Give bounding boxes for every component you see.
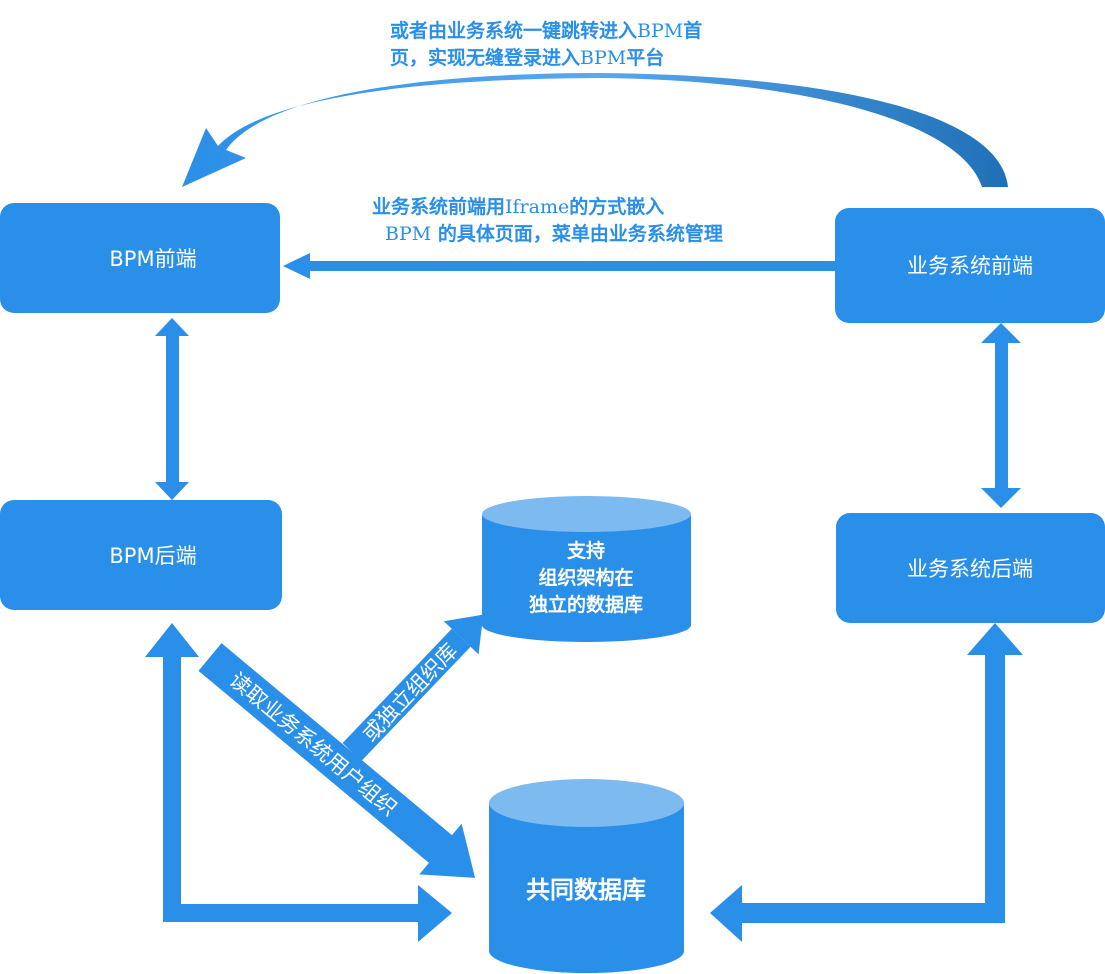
bpm-front-back-double-arrow: [155, 318, 189, 500]
svg-text:BPM前端: BPM前端: [109, 247, 196, 271]
independent-org-label: 或独立组织库: [358, 639, 462, 747]
biz-backend-db-arrow: [710, 623, 1023, 942]
curved-return-arrow: [182, 73, 1008, 187]
svg-text:BPM后端: BPM后端: [109, 544, 196, 568]
iframe-note: 业务系统前端用Iframe的方式嵌入 BPM 的具体页面，菜单由业务系统管理: [372, 195, 723, 245]
svg-text:BPM 的具体页面，菜单由业务系统管理: BPM 的具体页面，菜单由业务系统管理: [385, 222, 723, 245]
svg-text:组织架构在: 组织架构在: [538, 566, 633, 589]
independent-database: 支持 组织架构在 独立的数据库: [482, 496, 691, 642]
read-org-arrow: 读取业务系统用户组织: [198, 643, 476, 878]
svg-text:或者由业务系统一键跳转进入BPM首: 或者由业务系统一键跳转进入BPM首: [390, 19, 702, 42]
svg-text:业务系统前端: 业务系统前端: [907, 254, 1033, 278]
svg-text:独立的数据库: 独立的数据库: [529, 593, 643, 616]
bpm-frontend-node: BPM前端: [0, 203, 280, 313]
shared-database: 共同数据库: [489, 779, 684, 974]
svg-text:页，实现无缝登录进入BPM平台: 页，实现无缝登录进入BPM平台: [390, 46, 664, 69]
biz-backend-node: 业务系统后端: [836, 513, 1105, 623]
independent-org-arrow: 或独立组织库: [342, 614, 484, 761]
biz-front-back-double-arrow: [981, 323, 1021, 508]
svg-text:支持: 支持: [566, 539, 605, 562]
bpm-backend-node: BPM后端: [0, 500, 282, 610]
bpm-backend-db-arrow: [145, 623, 452, 942]
embed-arrow: [283, 253, 836, 279]
svg-text:业务系统前端用Iframe的方式嵌入: 业务系统前端用Iframe的方式嵌入: [372, 195, 664, 218]
top-note: 或者由业务系统一键跳转进入BPM首 页，实现无缝登录进入BPM平台: [390, 19, 702, 69]
svg-text:共同数据库: 共同数据库: [526, 876, 646, 904]
biz-frontend-node: 业务系统前端: [835, 208, 1105, 323]
svg-text:业务系统后端: 业务系统后端: [907, 557, 1033, 581]
